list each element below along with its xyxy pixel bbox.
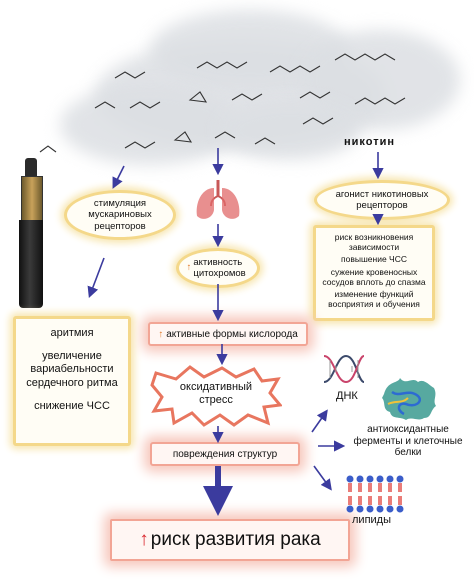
molecules-illustration (39, 53, 406, 153)
molecule-10 (354, 97, 406, 105)
molecule-12 (124, 141, 156, 149)
oxidative-stress-burst (150, 365, 282, 427)
dna-label: ДНК (336, 390, 358, 402)
molecule-7 (188, 91, 208, 103)
up-arrow-icon: ↑ (186, 262, 192, 274)
e-cigarette (18, 158, 44, 308)
arrow-damage-to-lipids (313, 465, 332, 491)
molecule-6 (129, 101, 161, 109)
molecule-8 (231, 93, 263, 101)
protein-icon (382, 378, 436, 420)
ros-text: активные формы кислорода (166, 328, 298, 340)
molecule-1 (114, 71, 146, 79)
cytochrome-text: активность цитохромов (193, 256, 246, 279)
effect-item: изменение функций восприятия и обучения (328, 288, 420, 310)
cardio-item: аритмия (50, 327, 94, 339)
e-cigarette-mouthpiece (25, 158, 37, 176)
molecule-4 (334, 53, 396, 61)
cancer-text: риск развития рака (150, 529, 321, 550)
damage-node: повреждения структур (150, 442, 300, 466)
dna-icon (323, 354, 365, 384)
proteins-label: антиоксидантные ферменты и клеточные бел… (353, 424, 463, 458)
nicotine-label: никотин (344, 136, 396, 148)
nicotinic-node: агонист никотиновых рецепторов (314, 180, 450, 220)
lipids-label: липиды (352, 514, 391, 526)
molecule-2 (196, 61, 248, 69)
molecule-3 (269, 65, 321, 73)
nicotinic-text: агонист никотиновых рецепторов (335, 188, 429, 211)
cytochrome-node: ↑ активность цитохромов (176, 248, 260, 288)
muscarinic-text: стимуляция мускариновых рецепторов (88, 197, 152, 232)
molecule-16 (302, 117, 334, 125)
muscarinic-node: стимуляция мускариновых рецепторов (64, 190, 176, 240)
cardio-item: снижение ЧСС (34, 399, 110, 412)
ros-node: ↑ активные формы кислорода (148, 322, 308, 346)
effect-item: риск возникновения зависимости (334, 232, 414, 253)
oxidative-stress-text: оксидативный стресс (179, 381, 253, 407)
molecule-11 (39, 145, 57, 153)
arrow-damage-to-dna (311, 409, 328, 433)
arrow-muscarinic-to-cardio (87, 257, 105, 298)
cardio-effects-box: аритмия увеличение вариабельности сердеч… (13, 316, 131, 446)
cardio-item: увеличение вариабельности сердечного рит… (26, 350, 118, 389)
molecule-15 (254, 137, 276, 145)
e-cigarette-tank (21, 176, 43, 222)
lipid-bilayer-icon (346, 475, 404, 513)
lungs-icon (196, 180, 240, 219)
molecule-5 (94, 101, 116, 109)
e-cigarette-battery (19, 220, 43, 308)
molecule-9 (299, 91, 331, 99)
nicotine-effects-box: риск возникновения зависимости повышение… (313, 225, 435, 321)
cancer-up-arrow-icon: ↑ (139, 529, 149, 550)
molecule-14 (214, 131, 236, 139)
molecule-13 (173, 131, 193, 143)
effect-item: сужение кровеносных сосудов вплоть до сп… (322, 266, 426, 287)
effect-item: повышение ЧСС (341, 254, 407, 265)
cancer-node: ↑ риск развития рака (110, 519, 350, 561)
damage-text: повреждения структур (172, 448, 278, 460)
up-arrow-icon: ↑ (158, 328, 164, 340)
